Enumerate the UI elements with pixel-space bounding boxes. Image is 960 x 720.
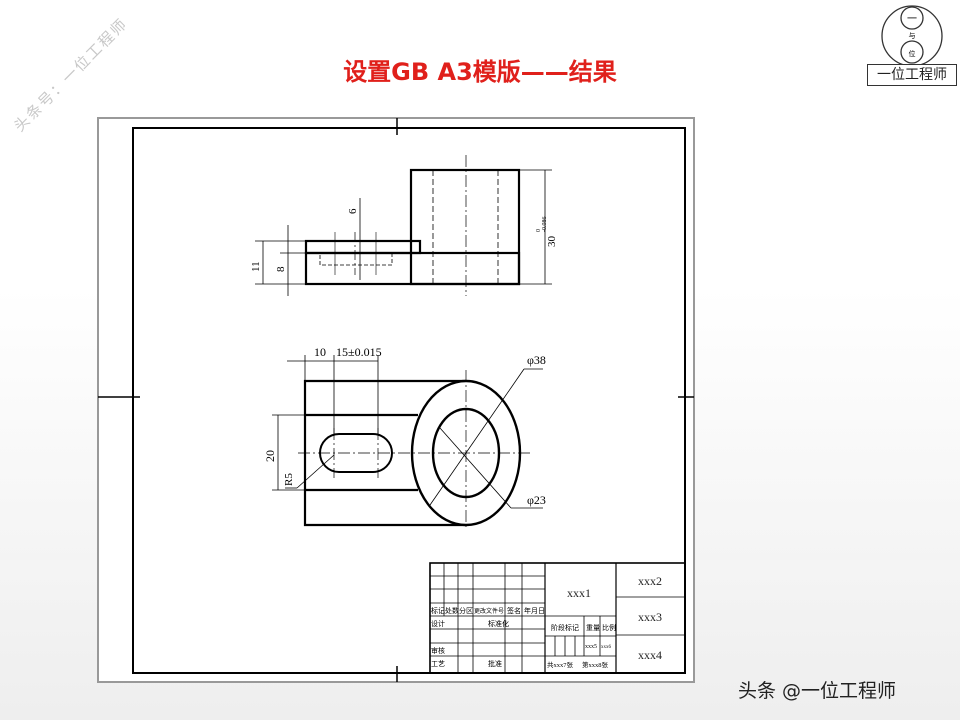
logo-text: 一位工程师 (867, 64, 957, 86)
dim-20: 20 (263, 450, 277, 462)
dim-30-tol-upper: 0 (536, 229, 542, 232)
dim-6: 6 (347, 208, 359, 214)
center-marks (98, 118, 694, 682)
dim-phi38: φ38 (527, 353, 546, 367)
tb-header: 分区 (459, 606, 473, 615)
dim-30-tol-lower: -0.086 (542, 217, 548, 233)
tb-scale: 比例 (602, 623, 616, 632)
tb-review: 审核 (431, 646, 445, 655)
dim-30: 30 (546, 236, 558, 248)
tb-header: 年月日 (524, 606, 545, 615)
tb-approve: 批准 (488, 659, 502, 668)
tb-field2: xxx2 (638, 574, 662, 588)
drawing-frame (132, 127, 686, 674)
tb-header: 签名 (507, 606, 521, 615)
dim-15: 15±0.015 (336, 345, 382, 359)
top-view (255, 155, 552, 296)
dim-11: 11 (250, 261, 262, 272)
title-block-labels: 标记 处数 分区 更改文件号 签名 年月日 设计 标准化 审核 工艺 批准 阶段… (431, 606, 616, 669)
slide-title: 设置GB A3模版——结果 (343, 58, 617, 86)
tb-standardization: 标准化 (488, 619, 509, 628)
tb-process: 工艺 (431, 660, 445, 668)
footer-attribution: 头条 @一位工程师 (738, 680, 897, 702)
tb-field4: xxx4 (638, 648, 662, 662)
tb-sheets-total: 共xxx7张 (547, 660, 574, 669)
logo-glyph: 与 (909, 32, 916, 40)
tb-scale-value: xxx6 (601, 645, 612, 650)
dim-r5: R5 (283, 473, 295, 486)
tb-stage-mark: 阶段标记 (551, 623, 579, 632)
tb-name: xxx1 (567, 586, 591, 600)
tb-weight-value: xxx5 (585, 644, 597, 650)
tb-sheet-no: 第xxx8张 (582, 660, 609, 669)
sheet-border (97, 117, 695, 683)
tb-header: 更改文件号 (474, 607, 504, 615)
tb-weight: 重量 (586, 624, 600, 632)
front-view (272, 355, 543, 530)
tb-header: 处数 (445, 606, 459, 615)
tb-header: 标记 (431, 606, 445, 615)
dim-10: 10 (314, 345, 326, 359)
logo-glyph: 位 (909, 49, 916, 58)
logo-glyph: 一 (907, 14, 917, 25)
title-block (429, 562, 686, 674)
tb-field3: xxx3 (638, 610, 662, 624)
dim-8: 8 (275, 266, 287, 272)
dim-phi23: φ23 (527, 493, 546, 507)
tb-design: 设计 (431, 619, 445, 628)
